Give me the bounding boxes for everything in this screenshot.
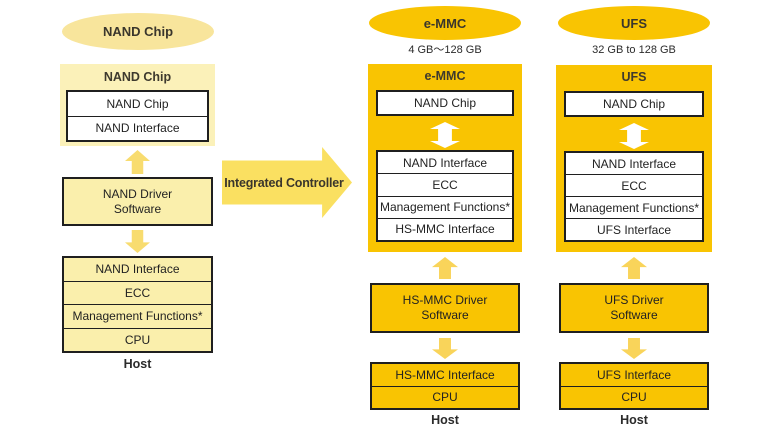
nand-panel-row: NAND Interface: [68, 115, 207, 141]
nand-panel-stack: NAND Chip NAND Interface: [66, 90, 209, 142]
ufs-ellipse-label: UFS: [621, 15, 647, 31]
up-arrow-icon: [621, 257, 647, 279]
driver-label-line1: UFS Driver: [604, 293, 664, 307]
emmc-driver-box: HS-MMC Driver Software: [370, 283, 520, 333]
up-arrow-icon: [125, 150, 150, 174]
emmc-device-container: e-MMC NAND Chip NAND Interface ECC Manag…: [368, 64, 522, 252]
ufs-nand-chip-box: NAND Chip: [564, 91, 704, 117]
controller-stack-row: NAND Interface: [402, 155, 488, 170]
ufs-driver-box: UFS Driver Software: [559, 283, 709, 333]
emmc-controller-stack: NAND Interface ECC Management Functions*…: [376, 150, 514, 242]
controller-stack-row: Management Functions*: [378, 195, 512, 218]
driver-label-line2: Software: [610, 308, 658, 322]
ufs-host-stack: UFS Interface CPU: [559, 362, 709, 410]
driver-label-line1: NAND Driver: [102, 186, 173, 201]
emmc-capacity-label: 4 GB〜128 GB: [408, 44, 482, 56]
nand-ellipse: NAND Chip: [62, 13, 214, 50]
integrated-controller-label: Integrated Controller: [224, 175, 344, 190]
ufs-capacity-label: 32 GB to 128 GB: [592, 44, 676, 56]
controller-stack-row: NAND Interface: [591, 156, 677, 171]
emmc-ellipse-label: e-MMC: [423, 15, 467, 31]
nand-panel-title: NAND Chip: [103, 70, 172, 84]
ufs-ellipse: UFS: [558, 6, 710, 40]
driver-label-line2: Software: [113, 201, 162, 216]
emmc-container-title: e-MMC: [424, 69, 466, 83]
nand-host-stack: NAND Interface ECC Management Functions*…: [62, 256, 213, 353]
up-arrow-icon: [432, 257, 458, 279]
host-stack-row: CPU: [561, 385, 707, 409]
controller-stack-row: ECC: [378, 173, 512, 195]
emmc-ellipse: e-MMC: [369, 6, 521, 40]
controller-stack-row: UFS Interface: [566, 218, 702, 240]
nand-panel-row: NAND Chip: [106, 96, 169, 111]
down-arrow-icon: [432, 338, 458, 359]
controller-stack-row: ECC: [566, 174, 702, 196]
nand-driver-box: NAND Driver Software: [62, 177, 213, 226]
emmc-host-stack: HS-MMC Interface CPU: [370, 362, 520, 410]
ufs-device-container: UFS NAND Chip NAND Interface ECC Managem…: [556, 65, 712, 252]
down-arrow-icon: [125, 230, 150, 253]
host-stack-row: CPU: [64, 327, 211, 352]
host-stack-row: ECC: [64, 280, 211, 305]
controller-stack-row: HS-MMC Interface: [378, 217, 512, 240]
emmc-nand-chip-box: NAND Chip: [376, 90, 514, 116]
host-stack-row: CPU: [372, 385, 518, 409]
bidirectional-arrow-icon: [619, 123, 649, 149]
host-stack-row: HS-MMC Interface: [395, 367, 495, 382]
host-stack-row: UFS Interface: [596, 367, 672, 382]
driver-label-line2: Software: [421, 308, 469, 322]
ufs-host-label: Host: [620, 413, 648, 427]
ufs-controller-stack: NAND Interface ECC Management Functions*…: [564, 151, 704, 242]
host-stack-row: NAND Interface: [95, 262, 180, 277]
nand-ellipse-label: NAND Chip: [102, 24, 174, 39]
down-arrow-icon: [621, 338, 647, 359]
controller-stack-row: Management Functions*: [566, 196, 702, 218]
nand-chip-panel: NAND Chip NAND Chip NAND Interface: [60, 64, 215, 146]
host-stack-row: Management Functions*: [64, 304, 211, 328]
emmc-host-label: Host: [431, 413, 459, 427]
nand-host-label: Host: [123, 357, 152, 371]
integrated-controller-arrow-icon: Integrated Controller: [222, 147, 352, 218]
bidirectional-arrow-icon: [430, 122, 460, 148]
driver-label-line1: HS-MMC Driver: [402, 293, 488, 307]
ufs-container-title: UFS: [621, 70, 647, 84]
